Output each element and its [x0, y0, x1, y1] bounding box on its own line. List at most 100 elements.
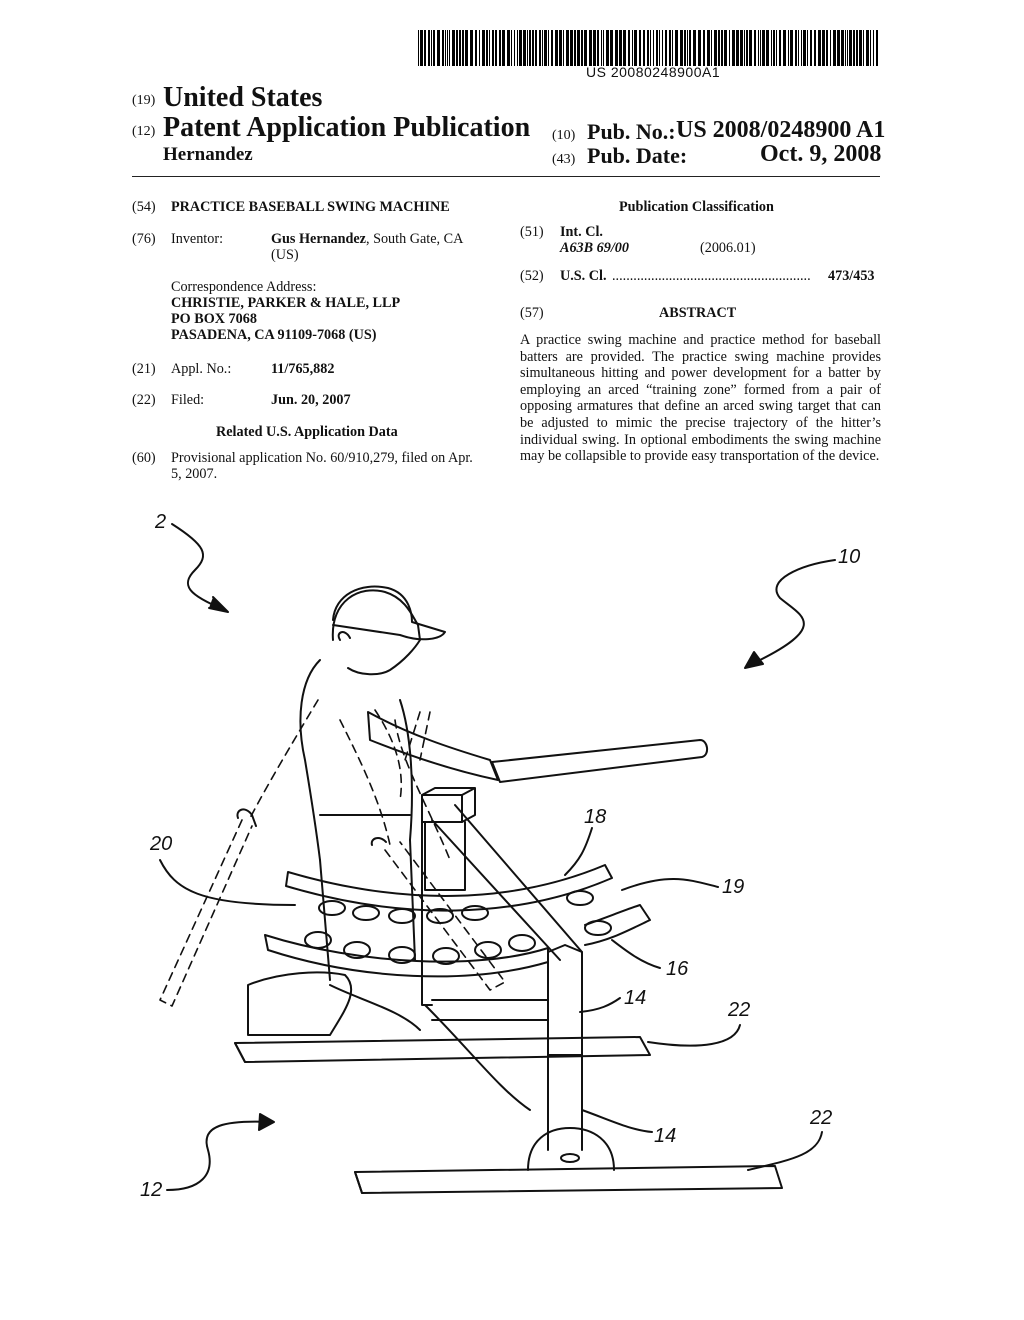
- top-bracket: [421, 794, 463, 823]
- barcode-bar: [514, 30, 515, 66]
- barcode-bar: [482, 30, 485, 66]
- barcode-bar: [593, 30, 596, 66]
- inventor-label: Inventor:: [171, 231, 224, 247]
- barcode-bar: [542, 30, 543, 66]
- uscl-value: 473/453: [828, 268, 875, 284]
- barcode-bar: [746, 30, 748, 66]
- barcode-bar: [639, 30, 641, 66]
- barcode-bar: [529, 30, 531, 66]
- country-name: United States: [163, 82, 323, 113]
- correspondence-city: PASADENA, CA 91109-7068 (US): [171, 327, 377, 343]
- ref-label-18: 18: [584, 806, 606, 828]
- leader-2: [171, 523, 226, 611]
- barcode-bar: [420, 30, 423, 66]
- ref-label-2: 2: [154, 511, 166, 533]
- inventor-name: Gus Hernandez: [271, 231, 366, 247]
- pub-no-label: Pub. No.:: [587, 119, 676, 144]
- ref-label-10: 10: [838, 546, 860, 568]
- barcode-bar: [754, 30, 756, 66]
- intcl-year: (2006.01): [700, 240, 756, 256]
- vertical-post: [547, 944, 583, 1151]
- barcode-bar: [634, 30, 637, 66]
- intcl-label: Int. Cl.: [560, 224, 603, 240]
- barcode-bar: [810, 30, 812, 66]
- barcode-bar: [544, 30, 547, 66]
- barcode-bar: [870, 30, 871, 66]
- barcode-bar: [662, 30, 663, 66]
- correspondence-label: Correspondence Address:: [171, 279, 317, 295]
- inventor-line1: Gus Hernandez, South Gate, CA: [271, 231, 463, 248]
- leader-16: [611, 939, 661, 969]
- barcode-bar: [783, 30, 786, 66]
- barcode-bar: [559, 30, 562, 66]
- barcode-bar: [698, 30, 701, 66]
- barcode-bar: [659, 30, 660, 66]
- filed-date: Jun. 20, 2007: [271, 392, 351, 408]
- patent-figure: 2 10 18 20 19 16 14 22 14 22 12: [140, 511, 860, 1201]
- barcode-bar: [574, 30, 576, 66]
- barcode-bar: [680, 30, 683, 66]
- header-divider: [132, 176, 880, 177]
- barcode-bar: [866, 30, 869, 66]
- barcode-bar: [807, 30, 808, 66]
- appl-label: Appl. No.:: [171, 361, 232, 377]
- barcode-bar: [507, 30, 510, 66]
- country-code: (19): [132, 93, 156, 108]
- barcode-bar: [779, 30, 781, 66]
- inventor-surname: Hernandez: [163, 144, 253, 165]
- barcode-bar: [798, 30, 799, 66]
- ref-label-19: 19: [722, 876, 744, 898]
- barcode-bar: [801, 30, 802, 66]
- barcode: [418, 30, 878, 66]
- provisional-line2: 5, 2007.: [171, 466, 218, 482]
- leader-14a: [579, 997, 621, 1013]
- type-code: (12): [132, 124, 156, 139]
- barcode-bar: [517, 30, 518, 66]
- barcode-bar: [428, 30, 430, 66]
- barcode-bar: [707, 30, 710, 66]
- barcode-bar: [643, 30, 645, 66]
- publication-type: Patent Application Publication: [163, 112, 531, 143]
- barcode-bar: [790, 30, 793, 66]
- phantom-arm-1: [249, 699, 319, 819]
- barcode-bar: [675, 30, 678, 66]
- barcode-bar: [555, 30, 558, 66]
- barcode-bar: [445, 30, 446, 66]
- batter-head: [331, 589, 421, 676]
- barcode-bar: [615, 30, 618, 66]
- leader-20: [159, 859, 296, 906]
- batter-cap: [332, 585, 446, 641]
- barcode-bar: [499, 30, 501, 66]
- lower-armature: [264, 934, 549, 978]
- filed-code: (22): [132, 392, 156, 408]
- barcode-bar: [837, 30, 840, 66]
- barcode-bar: [724, 30, 727, 66]
- ref-label-12: 12: [140, 1179, 162, 1201]
- inventor-location: , South Gate, CA: [365, 231, 464, 247]
- barcode-bar: [684, 30, 686, 66]
- barcode-bar: [456, 30, 458, 66]
- barcode-bar: [758, 30, 759, 66]
- leader-14b: [581, 1109, 653, 1133]
- barcode-bar: [718, 30, 720, 66]
- intcl-class: A63B 69/00: [560, 240, 629, 256]
- barcode-bar: [601, 30, 602, 66]
- barcode-bar: [433, 30, 435, 66]
- leader-18: [564, 827, 593, 876]
- barcode-bar: [551, 30, 553, 66]
- barcode-bar: [539, 30, 541, 66]
- phantom-bat-1: [159, 819, 253, 1007]
- invention-title: PRACTICE BASEBALL SWING MACHINE: [171, 199, 450, 215]
- barcode-bar: [449, 30, 450, 66]
- leader-10: [759, 559, 836, 661]
- barcode-bar: [818, 30, 821, 66]
- barcode-bar: [584, 30, 587, 66]
- ref-label-14-upper: 14: [624, 987, 646, 1009]
- barcode-bar: [492, 30, 494, 66]
- leader-22b: [747, 1131, 823, 1171]
- barcode-bar: [721, 30, 723, 66]
- barcode-bar: [566, 30, 569, 66]
- barcode-bar: [744, 30, 745, 66]
- ref-label-20: 20: [149, 833, 172, 855]
- base-dome: [527, 1127, 615, 1171]
